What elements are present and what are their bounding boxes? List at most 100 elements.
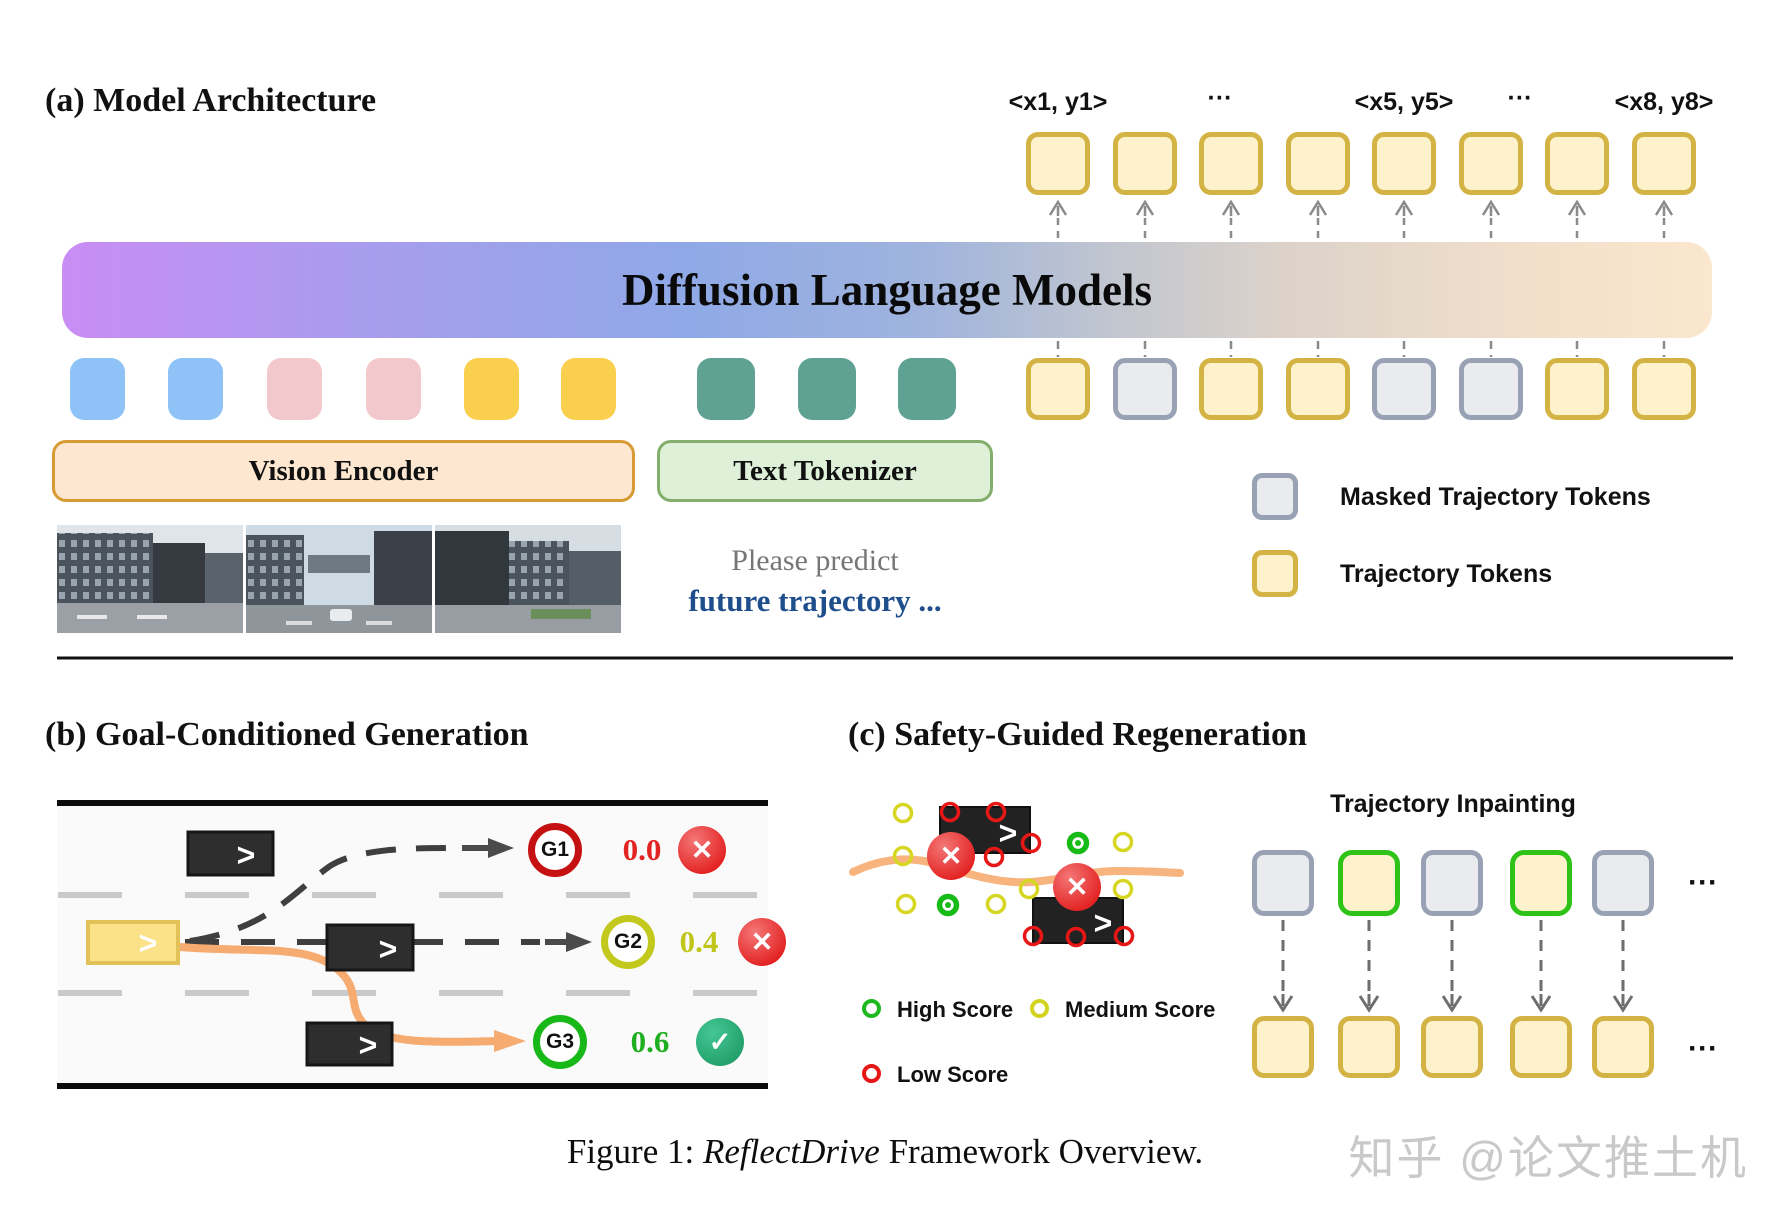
high-score-point [1066,831,1090,855]
up-arrow-icon [1135,199,1155,216]
high-score-icon [862,999,881,1018]
output-trajectory-token [1026,132,1090,195]
down-arrow-icon [1358,995,1380,1013]
vehicle-heading-icon: > [237,837,256,873]
other-vehicle [186,830,275,877]
down-arrow-icon [1612,995,1634,1013]
inpaint-masked-token [1252,850,1314,916]
input-token-teal [898,358,956,420]
candidate-trajectory-g1 [189,844,463,944]
camera-images [57,525,621,633]
output-trajectory-token [1545,132,1609,195]
prompt-line-2: future trajectory ... [688,583,942,618]
goal-g1: G1 [528,823,582,877]
text-tokenizer-label: Text Tokenizer [733,454,917,487]
medium-score-point [892,802,914,824]
figure-caption: Figure 1: ReflectDrive Framework Overvie… [567,1132,1203,1172]
trajectory-token [1199,358,1263,420]
up-arrow-icon [1481,199,1501,216]
down-arrow-icon [1272,995,1294,1013]
lane-dash [185,990,249,996]
output-token-label: <x5, y5> [1354,88,1454,116]
vision-encoder-box: Vision Encoder [52,440,635,502]
low-score-point [1113,925,1135,947]
safety-scene-c: > > [849,801,1184,948]
up-arrow-icon [1221,199,1241,216]
selected-trajectory-g3 [176,943,500,1046]
output-token-label: <x1, y1> [1008,88,1108,116]
lane-dash [439,990,503,996]
low-score-point [1022,925,1044,947]
inpaint-masked-token [1592,850,1654,916]
output-trajectory-token [1286,132,1350,195]
medium-score-point [892,845,914,867]
low-score-label: Low Score [897,1062,1009,1087]
arrowhead-g2 [566,932,592,952]
accept-icon: ✓ [696,1018,744,1066]
output-trajectory-token [1113,132,1177,195]
input-token-pink [366,358,421,420]
low-score-icon [862,1064,881,1083]
low-score-point [1065,926,1087,948]
output-trajectory-token [1459,132,1523,195]
arrowhead-g3 [494,1030,526,1052]
lane-dash [566,990,630,996]
scored-goal-points [892,801,1135,948]
ellipsis-label: ··· [1207,84,1233,112]
token-connectors [1048,199,1674,1013]
high-score-point [936,893,960,917]
medium-score-point [1018,878,1040,900]
other-vehicle [325,923,415,972]
ellipsis-label: ··· [1507,84,1533,112]
panel-b-title: (b) Goal-Conditioned Generation [45,716,529,753]
trajectory-token-swatch [1252,550,1298,597]
vision-encoder-label: Vision Encoder [248,454,439,487]
lane-markings [58,892,757,996]
lane-dash [312,892,376,898]
input-token-teal [697,358,755,420]
lane-dash [58,892,122,898]
vehicle-heading-icon: > [999,815,1018,851]
goal-g3-score: 0.6 [630,1024,670,1059]
low-score-point [985,801,1007,823]
bar-title: Diffusion Language Models [621,265,1153,315]
output-trajectory-token [1372,132,1436,195]
panel-c-title: (c) Safety-Guided Regeneration [848,716,1307,753]
panel-a-title: (a) Model Architecture [45,82,377,119]
goal-g2: G2 [601,915,655,969]
masked-token-swatch [1252,473,1298,520]
inpaint-output-token [1421,1016,1483,1078]
up-arrow-icon [1308,199,1328,216]
reject-icon: ✕ [738,918,786,966]
trajectory-token [1545,358,1609,420]
inpaint-output-token [1592,1016,1654,1078]
watermark: 知乎 @论文推土机 [1348,1132,1748,1184]
input-token-teal [798,358,856,420]
trajectory-token [1632,358,1696,420]
output-trajectory-token [1199,132,1263,195]
inpaint-kept-token [1510,850,1572,916]
ellipsis: ··· [1688,866,1718,899]
output-token-label: <x8, y8> [1614,88,1714,116]
other-vehicle [305,1021,394,1067]
inpaint-kept-token [1338,850,1400,916]
obstacle-vehicle [1032,897,1124,944]
trajectory-token [1286,358,1350,420]
caption-prefix: Figure 1: [566,1132,703,1171]
collision-icon: ✕ [927,832,975,880]
prompt-line-1: Please predict [731,544,899,577]
caption-model-name: ReflectDrive [702,1132,880,1171]
inpaint-output-token [1252,1016,1314,1078]
camera-image-front-left [57,525,243,633]
high-score-label: High Score [897,997,1014,1022]
camera-image-front [246,525,432,633]
lane-dash [439,892,503,898]
goal-g2-score: 0.4 [679,924,719,959]
medium-score-icon [1030,999,1049,1018]
down-arrow-icon [1441,995,1463,1013]
collision-icon: ✕ [1053,863,1101,911]
input-token-blue [70,358,125,420]
vehicle-heading-icon: > [359,1027,378,1063]
up-arrow-icon [1567,199,1587,216]
